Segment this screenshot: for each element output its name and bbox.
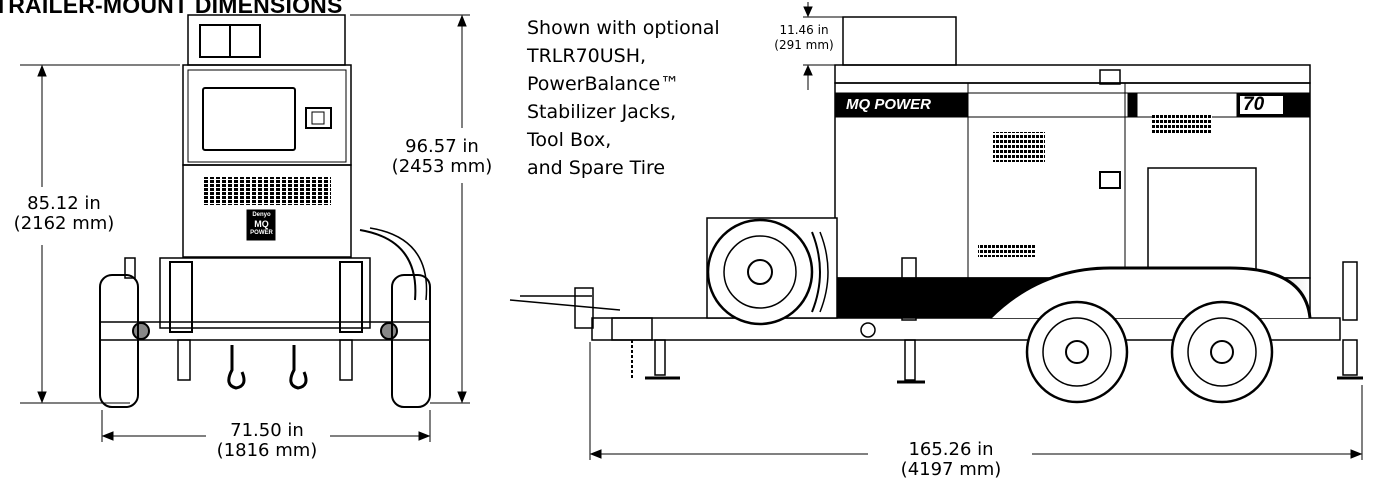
front-overall-height-mm: (2453 mm) [391,156,493,177]
options-note: Shown with optional TRLR70USH, PowerBala… [527,14,720,182]
logo-line-2: MQ [254,219,269,229]
side-brand: MQ POWER [846,96,931,113]
side-view-drawing [509,16,1363,404]
page-title: TRAILER-MOUNT DIMENSIONS [0,0,343,18]
side-model: 70 [1243,94,1265,115]
note-line-5: Tool Box, [527,129,612,151]
front-width-label: 71.50 in (1816 mm) [205,421,329,461]
side-length-label: 165.26 in (4197 mm) [884,440,1018,480]
side-length-mm: (4197 mm) [900,459,1002,480]
note-line-3: PowerBalance™ [527,73,680,95]
side-dimension-lines [589,2,1363,460]
note-line-6: and Spare Tire [527,157,666,179]
front-enclosure-height-label: 85.12 in (2162 mm) [0,194,128,234]
note-line-1: Shown with optional [527,17,720,39]
front-dimension-lines [20,14,470,442]
note-line-4: Stabilizer Jacks, [527,101,677,123]
front-enclosure-height-in: 85.12 in [27,193,101,214]
front-width-mm: (1816 mm) [216,440,318,461]
logo-line-1: Denyo [252,212,271,218]
front-overall-height-in: 96.57 in [405,136,479,157]
side-exhaust-height-label: 11.46 in (291 mm) [764,23,844,53]
side-exhaust-height-mm: (291 mm) [774,38,834,52]
front-view-drawing [99,14,431,408]
side-exhaust-height-in: 11.46 in [779,23,829,37]
note-line-2: TRLR70USH, [527,45,647,67]
logo-line-3: POWER [250,230,273,236]
side-length-in: 165.26 in [908,439,994,460]
front-logo: Denyo MQ POWER [249,211,274,237]
front-enclosure-height-mm: (2162 mm) [13,213,115,234]
front-width-in: 71.50 in [230,420,304,441]
front-overall-height-label: 96.57 in (2453 mm) [380,137,504,177]
